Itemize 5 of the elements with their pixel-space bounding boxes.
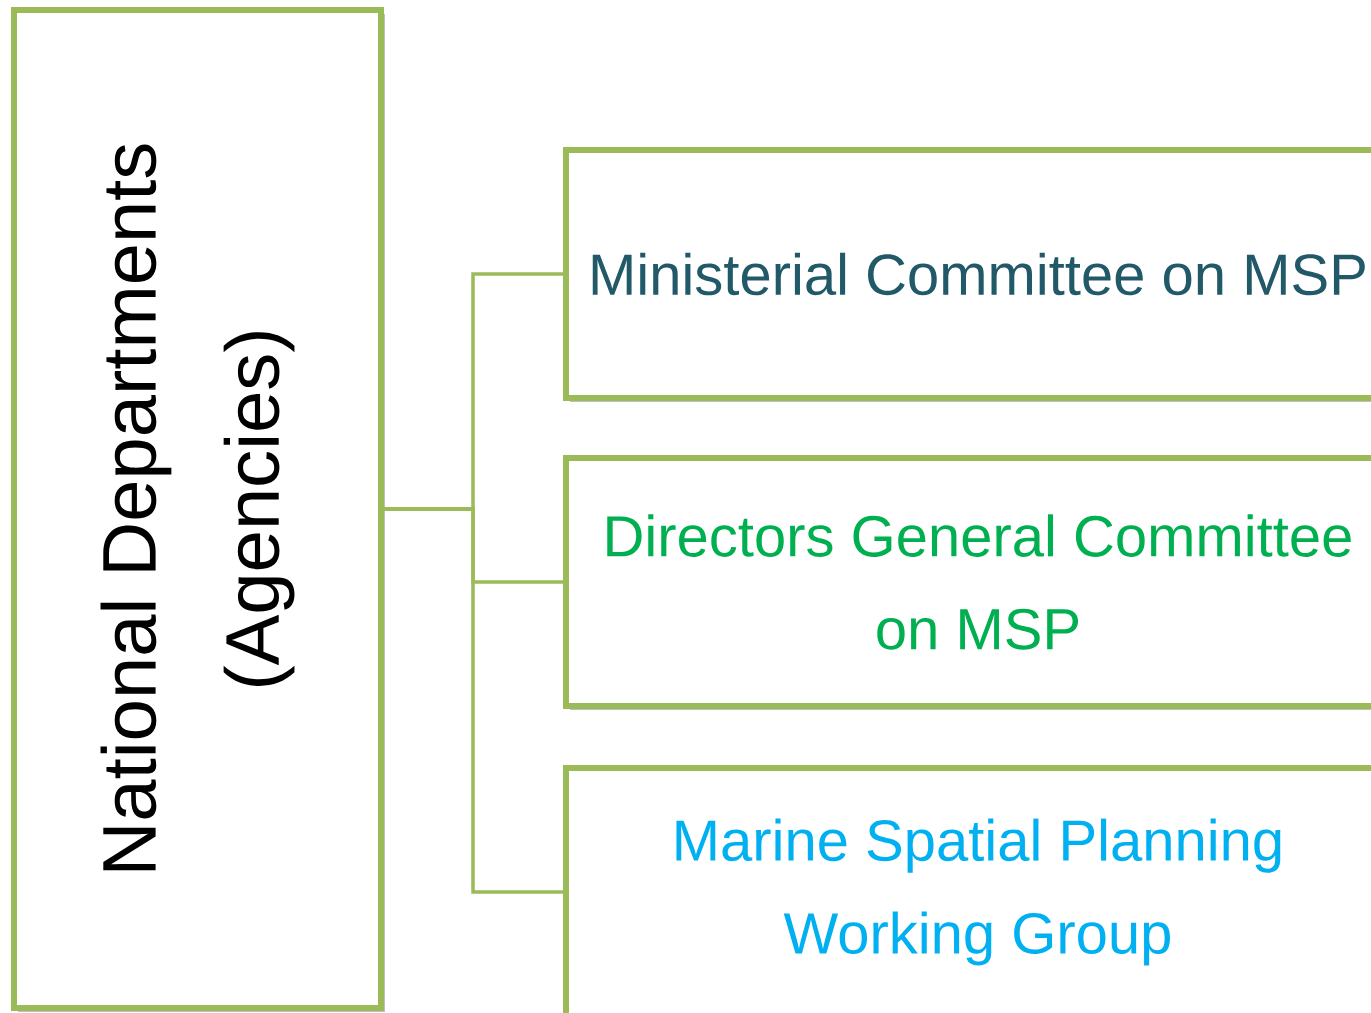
- committee-box: Marine Spatial Planning Working Group: [563, 765, 1371, 1013]
- committee-box: Ministerial Committee on MSP: [563, 147, 1371, 401]
- connector-line: [384, 507, 563, 894]
- label-box: National Departments (Agencies): [11, 7, 384, 1011]
- committee-box: Directors General Committee on MSP: [563, 455, 1371, 709]
